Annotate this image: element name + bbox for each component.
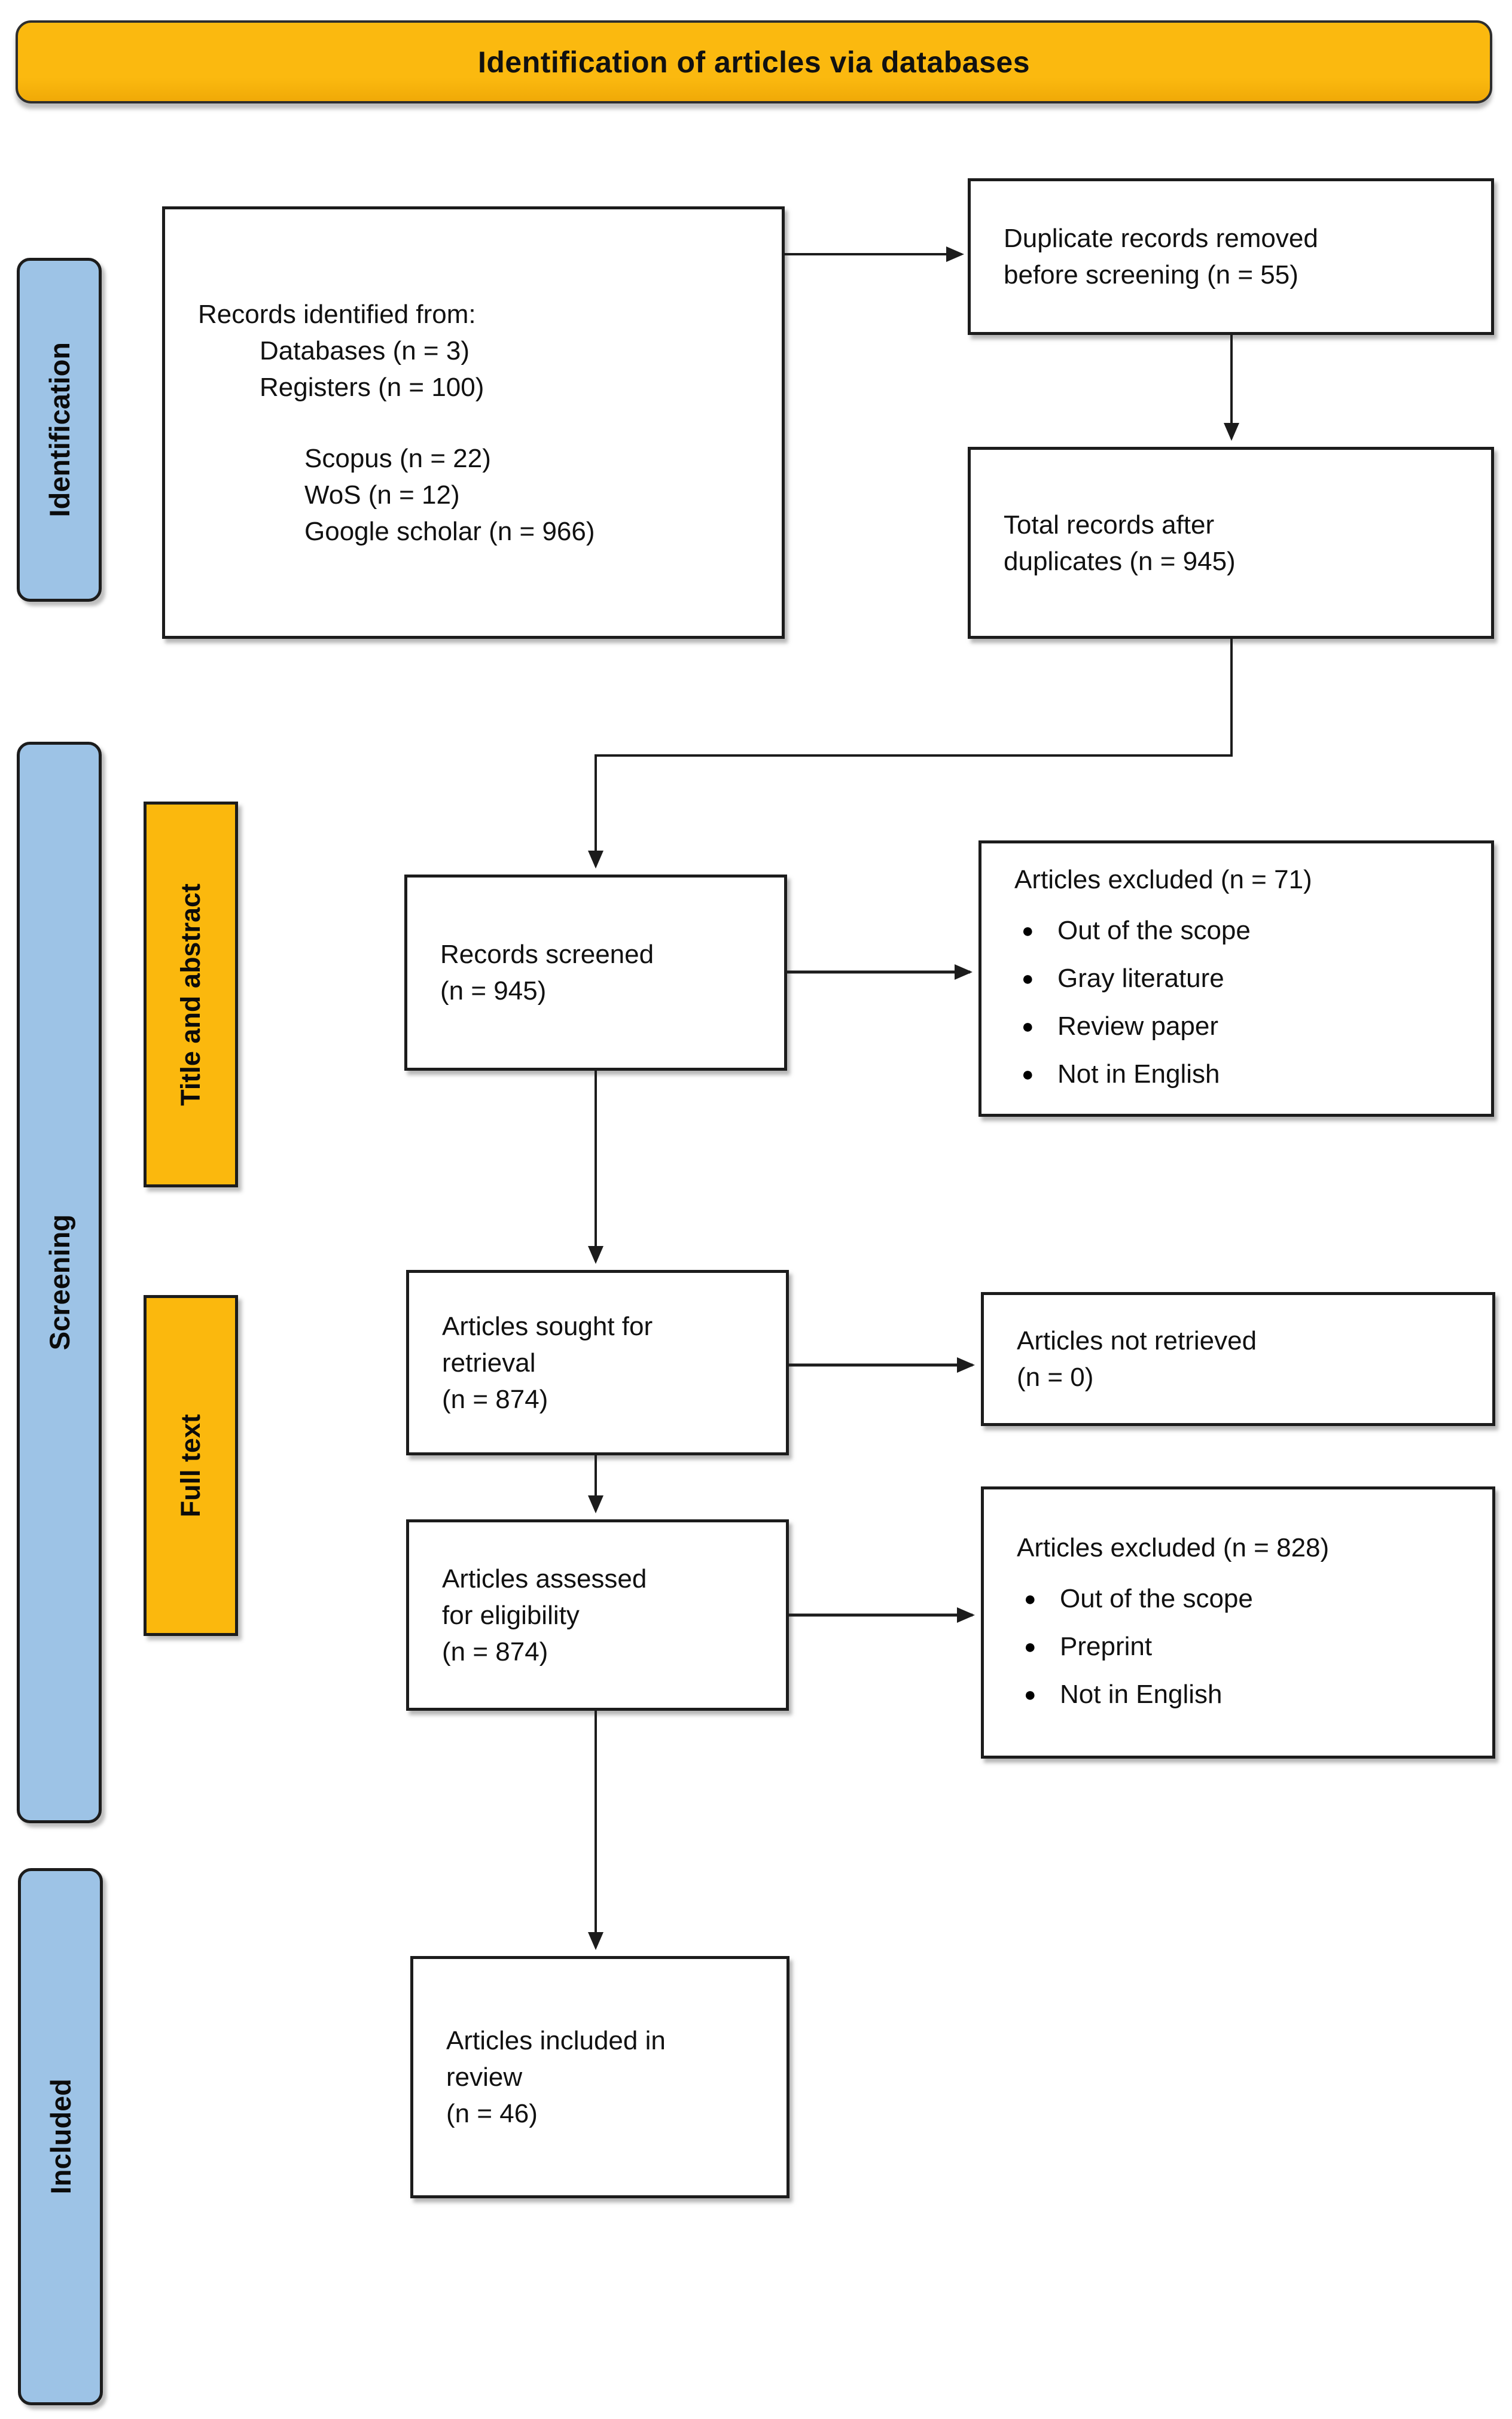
phase-label-title-and-abstract: Title and abstract	[144, 802, 238, 1187]
phase-label-title-and-abstract-text: Title and abstract	[175, 883, 206, 1106]
excluded-reason: Out of the scope	[1017, 1575, 1474, 1623]
arrow-total-to-screened	[588, 639, 1233, 869]
stage-label-screening: Screening	[43, 1214, 75, 1351]
articles-included-line: review	[446, 2062, 523, 2092]
records-screened-line: Records screened	[440, 940, 654, 969]
articles-excluded-fulltext-title: Articles excluded (n = 828)	[1017, 1533, 1330, 1562]
box-articles-assessed: Articles assessed for eligibility (n = 8…	[406, 1519, 789, 1711]
box-duplicates-removed: Duplicate records removed before screeni…	[968, 178, 1494, 335]
stage-bar-included: Included	[18, 1868, 103, 2405]
articles-sought-line: (n = 874)	[442, 1384, 548, 1414]
articles-excluded-screening-bullets: Out of the scope Gray literature Review …	[1014, 907, 1473, 1098]
banner-identification-via-databases: Identification of articles via databases	[16, 20, 1492, 103]
records-identified-line: Google scholar (n = 966)	[304, 516, 595, 546]
box-records-identified: Records identified from: Databases (n = …	[162, 206, 785, 639]
articles-not-retrieved-line: (n = 0)	[1017, 1363, 1094, 1392]
records-screened-line: (n = 945)	[440, 976, 547, 1006]
stage-label-included: Included	[44, 2079, 77, 2195]
stage-bar-identification: Identification	[17, 258, 102, 602]
total-after-duplicates-line: Total records after	[1004, 510, 1215, 540]
phase-label-full-text: Full text	[144, 1295, 238, 1636]
duplicates-removed-line: Duplicate records removed	[1004, 224, 1318, 253]
excluded-reason: Review paper	[1014, 1003, 1473, 1050]
records-identified-line: WoS (n = 12)	[304, 480, 460, 510]
excluded-reason: Out of the scope	[1014, 907, 1473, 955]
records-identified-line: Databases (n = 3)	[260, 336, 470, 365]
articles-sought-line: retrieval	[442, 1348, 536, 1378]
articles-assessed-line: (n = 874)	[442, 1637, 548, 1667]
box-total-after-duplicates: Total records after duplicates (n = 945)	[968, 447, 1494, 639]
articles-assessed-line: for eligibility	[442, 1600, 580, 1630]
box-articles-sought: Articles sought for retrieval (n = 874)	[406, 1270, 789, 1455]
stage-bar-screening: Screening	[17, 742, 102, 1823]
total-after-duplicates-line: duplicates (n = 945)	[1004, 546, 1236, 576]
box-records-screened: Records screened (n = 945)	[404, 875, 787, 1071]
articles-sought-line: Articles sought for	[442, 1311, 653, 1341]
duplicates-removed-line: before screening (n = 55)	[1004, 260, 1298, 290]
excluded-reason: Not in English	[1017, 1671, 1474, 1719]
articles-excluded-screening-title: Articles excluded (n = 71)	[1014, 865, 1312, 894]
excluded-reason: Not in English	[1014, 1050, 1473, 1098]
stage-label-identification: Identification	[43, 342, 75, 517]
records-identified-line: Records identified from:	[198, 299, 476, 329]
articles-assessed-line: Articles assessed	[442, 1564, 647, 1594]
articles-not-retrieved-line: Articles not retrieved	[1017, 1326, 1257, 1355]
box-articles-not-retrieved: Articles not retrieved (n = 0)	[981, 1292, 1495, 1426]
excluded-reason: Preprint	[1017, 1623, 1474, 1671]
phase-label-full-text-text: Full text	[175, 1413, 206, 1518]
box-articles-excluded-fulltext: Articles excluded (n = 828) Out of the s…	[981, 1486, 1495, 1759]
excluded-reason: Gray literature	[1014, 955, 1473, 1003]
box-articles-included: Articles included in review (n = 46)	[410, 1956, 789, 2198]
records-identified-line: Registers (n = 100)	[260, 372, 484, 402]
banner-title: Identification of articles via databases	[477, 45, 1031, 79]
records-identified-line: Scopus (n = 22)	[304, 443, 491, 473]
articles-included-line: (n = 46)	[446, 2099, 538, 2128]
articles-excluded-fulltext-bullets: Out of the scope Preprint Not in English	[1017, 1575, 1474, 1719]
articles-included-line: Articles included in	[446, 2026, 666, 2055]
box-articles-excluded-screening: Articles excluded (n = 71) Out of the sc…	[978, 840, 1494, 1117]
